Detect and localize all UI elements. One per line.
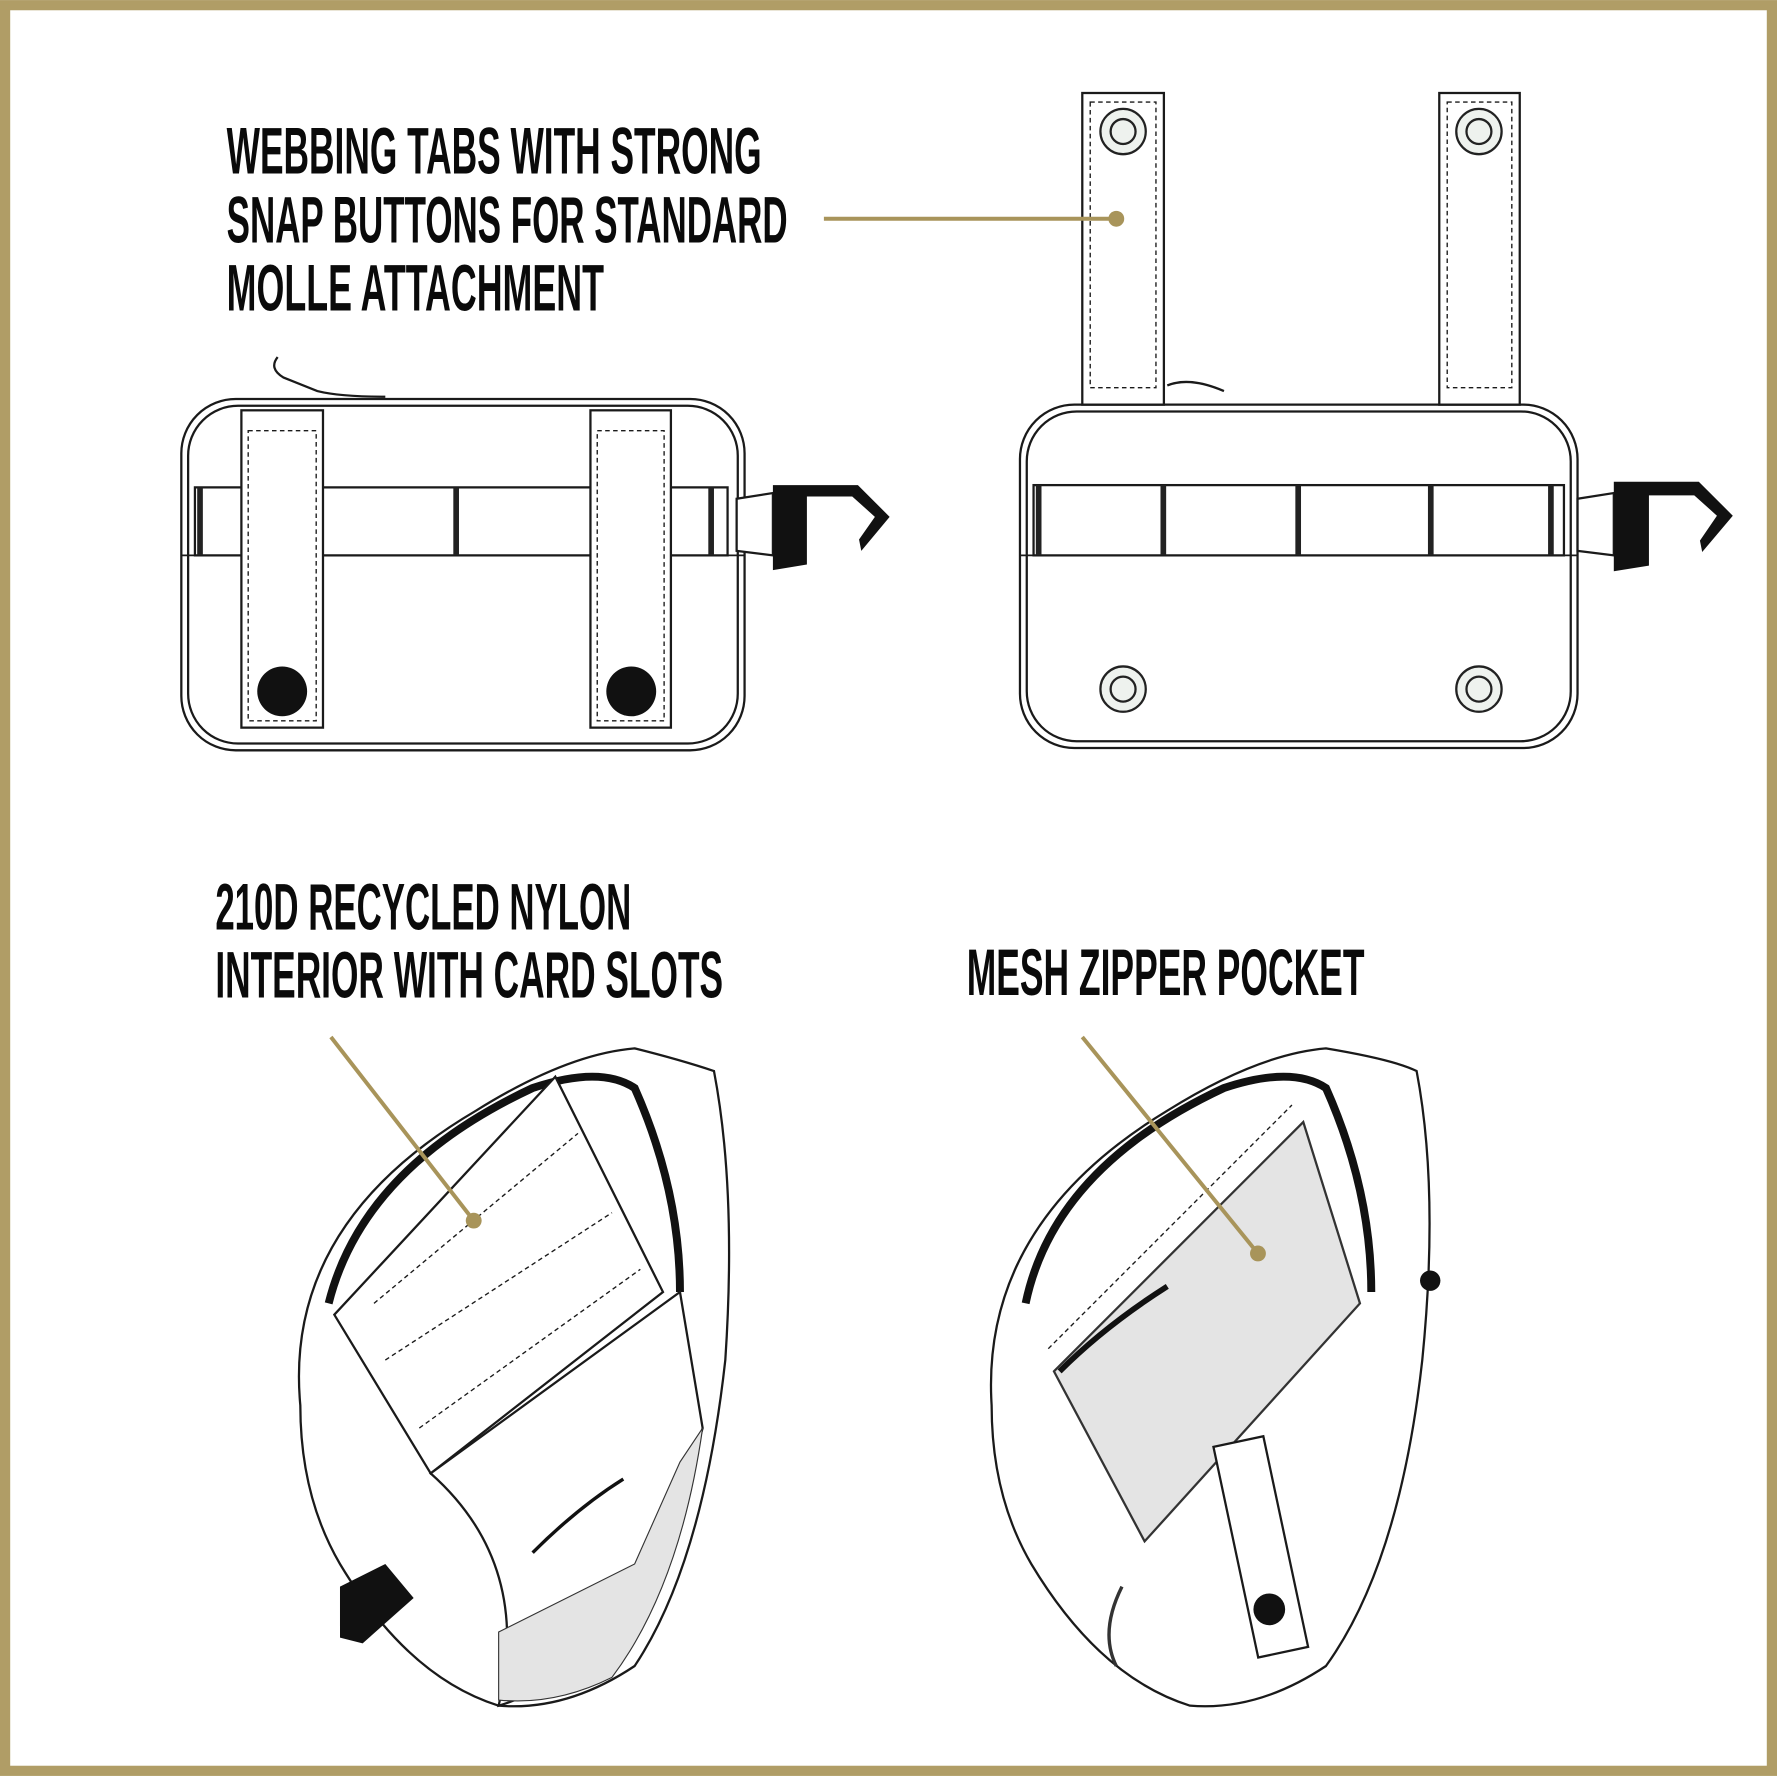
leader-mesh-pocket [1080,1035,1266,1262]
pouch-back-tabs-closed [180,356,890,752]
pouch-back-tabs-open [1018,91,1733,750]
carabiner-icon [1576,491,1615,557]
snap-button-icon [257,666,308,717]
callout-line: MOLLE ATTACHMENT [227,251,604,325]
callout-line: MESH ZIPPER POCKET [967,935,1365,1009]
callout-line: SNAP BUTTONS FOR STANDARD [227,183,788,257]
leader-webbing-tabs [823,210,1125,227]
snap-button-icon [606,666,657,717]
callout-line: WEBBING TABS WITH STRONG [227,113,762,187]
carabiner-icon [735,491,775,557]
callout-mesh-pocket: MESH ZIPPER POCKET [967,935,1365,1009]
callout-line: INTERIOR WITH CARD SLOTS [215,937,723,1011]
callout-webbing-tabs: WEBBING TABS WITH STRONG SNAP BUTTONS FO… [227,113,788,324]
leader-interior [329,1035,482,1229]
snap-socket-icon [1099,107,1503,713]
zipper-pull [273,356,386,398]
callout-interior: 210D RECYCLED NYLON INTERIOR WITH CARD S… [215,869,723,1011]
pouch-open-mesh [989,1047,1441,1708]
callout-line: 210D RECYCLED NYLON [215,869,631,943]
pouch-open-interior [297,1047,731,1708]
